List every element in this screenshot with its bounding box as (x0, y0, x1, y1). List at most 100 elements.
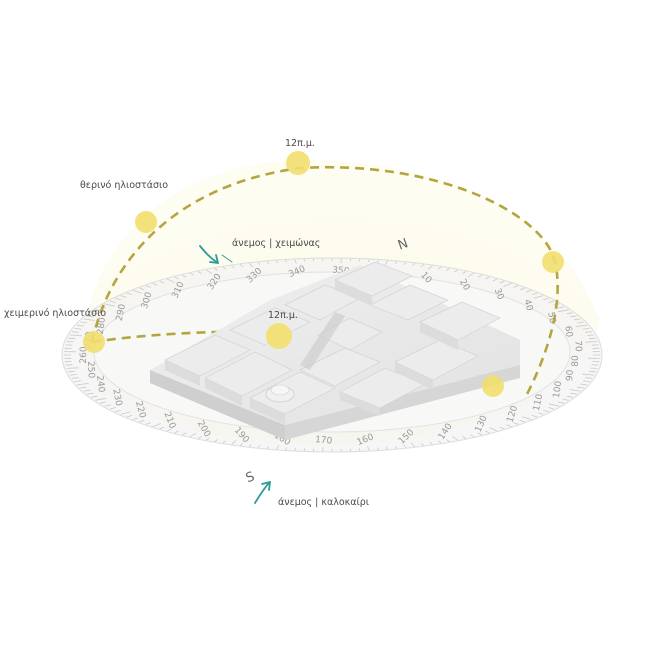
compass-tick (115, 297, 121, 301)
compass-tick (197, 271, 202, 274)
sun-icon (266, 323, 292, 349)
compass-tick (181, 274, 187, 278)
compass-tick (120, 295, 127, 298)
compass-tick (429, 441, 433, 445)
compass-tick (585, 341, 598, 343)
compass-tick (577, 321, 584, 324)
compass-degree-label: 220 (133, 400, 147, 419)
compass-tick (410, 442, 416, 448)
compass-tick (197, 436, 202, 439)
compass-tick (166, 428, 172, 432)
compass-tick (367, 259, 370, 263)
compass-tick (588, 370, 596, 373)
compass-tick (145, 422, 151, 425)
winter-solstice-label: χειμερινό ηλιοστάσιο (4, 308, 106, 319)
wind-arrow-icon (199, 245, 233, 264)
compass-tick (214, 439, 218, 443)
compass-tick (513, 285, 519, 288)
compass-tick (68, 370, 76, 373)
wind-summer-label: άνεμος | καλοκαίρι (278, 497, 369, 508)
compass-tick (83, 318, 95, 321)
compass-tick (71, 331, 79, 333)
compass-tick (80, 386, 87, 389)
compass-tick (519, 419, 525, 423)
north-marker: N (396, 236, 410, 253)
compass-tick (174, 430, 179, 434)
wind-arrow-icon (254, 481, 271, 504)
compass-tick (585, 331, 593, 333)
compass-tick (312, 258, 315, 262)
compass-tick (577, 386, 584, 389)
compass-tick (266, 261, 270, 265)
noon-low-label: 12π.μ. (268, 310, 298, 321)
compass-tick (548, 407, 555, 410)
compass-tick (403, 445, 407, 448)
compass-degree-label: 90 (565, 369, 576, 381)
summer-solstice-label: θερινό ηλιοστάσιο (80, 180, 168, 191)
compass-tick (77, 383, 89, 386)
compass-tick (222, 266, 227, 270)
compass-tick (548, 300, 555, 303)
compass-tick (569, 389, 581, 392)
compass-tick (582, 380, 590, 382)
compass-tick (87, 392, 94, 395)
compass-tick (575, 324, 587, 327)
compass-tick (506, 424, 512, 428)
compass-tick (394, 261, 398, 265)
compass-tick (531, 415, 538, 418)
compass-tick (322, 447, 324, 452)
compass-tick (394, 445, 398, 449)
compass-tick (525, 290, 532, 293)
compass-tick (126, 292, 133, 295)
compass-tick (549, 403, 560, 407)
wind-winter-label: άνεμος | χειμώνας (232, 238, 320, 249)
compass-tick (139, 419, 145, 423)
compass-degree-label: 100 (552, 380, 564, 399)
compass-tick (376, 259, 379, 263)
compass-tick (66, 367, 79, 369)
compass-tick (285, 447, 288, 451)
compass-tick (499, 280, 505, 284)
compass-tick (557, 306, 565, 309)
compass-tick (257, 262, 261, 265)
compass-tick (74, 328, 82, 330)
compass-tick (513, 422, 519, 425)
compass-tick (462, 271, 467, 274)
compass-tick (503, 282, 512, 287)
compass-tick (71, 377, 79, 379)
compass-degree-label: 230 (110, 388, 123, 407)
compass-tick (557, 309, 569, 313)
compass-tick (470, 434, 475, 438)
compass-tick (69, 334, 82, 337)
compass-degree-label: 60 (562, 325, 573, 338)
compass-tick (557, 401, 565, 404)
compass-tick (427, 265, 433, 270)
compass-tick (543, 409, 549, 413)
sun-icon (135, 211, 157, 233)
compass-tick (95, 397, 107, 401)
compass-tick (519, 287, 525, 291)
compass-tick (231, 440, 237, 445)
compass-tick (446, 267, 450, 271)
compass-tick (275, 260, 279, 264)
compass-tick (145, 285, 151, 288)
compass-tick (120, 411, 131, 415)
compass-tick (294, 447, 297, 451)
compass-tick (275, 444, 280, 450)
compass-tick (462, 436, 467, 439)
sun-icon (286, 151, 310, 175)
compass-tick (437, 266, 442, 270)
compass-tick (451, 436, 459, 441)
compass-tick (74, 380, 82, 382)
compass-tick (189, 272, 194, 276)
compass-tick (582, 373, 595, 376)
compass-tick (573, 318, 581, 321)
compass-tick (477, 274, 483, 278)
compass-degree-label: 170 (315, 435, 333, 447)
compass-tick (588, 337, 596, 340)
compass-tick (174, 276, 179, 280)
compass-tick (132, 417, 139, 420)
compass-tick (349, 448, 352, 452)
compass-tick (205, 437, 210, 441)
